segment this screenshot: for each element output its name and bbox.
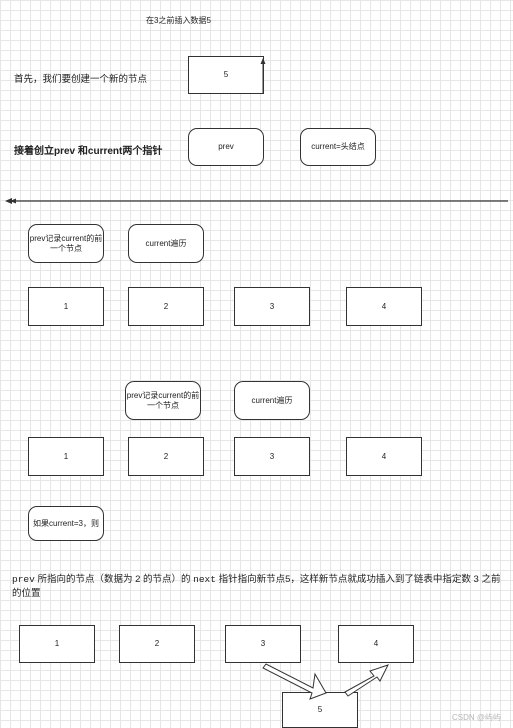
pass1-current-box: current遍历 bbox=[128, 224, 204, 263]
current-pointer-box: current=头结点 bbox=[300, 128, 376, 166]
prev-pointer-box: prev bbox=[188, 128, 264, 166]
pass1-node-2: 2 bbox=[128, 287, 204, 326]
pass1-node-1: 1 bbox=[28, 287, 104, 326]
new-node-arrow bbox=[260, 58, 266, 94]
final-node-3: 3 bbox=[225, 625, 301, 663]
explanation-part1: 所指向的节点（数据为 2 的节点）的 bbox=[34, 574, 194, 585]
pass2-node-2: 2 bbox=[128, 437, 204, 476]
pass1-node-4: 4 bbox=[346, 287, 422, 326]
pass1-node-3: 3 bbox=[234, 287, 310, 326]
pass1-prev-box: prev记录current的前一个节点 bbox=[28, 224, 104, 263]
step2-label: 接着创立prev 和current两个指针 bbox=[14, 146, 163, 157]
pass2-node-4: 4 bbox=[346, 437, 422, 476]
final-node-1: 1 bbox=[19, 625, 95, 663]
arrow-3-to-5 bbox=[262, 663, 327, 700]
pass2-prev-box: prev记录current的前一个节点 bbox=[125, 381, 201, 420]
condition-box: 如果current=3，则 bbox=[28, 506, 104, 541]
explanation-text: prev 所指向的节点（数据为 2 的节点）的 next 指针指向新节点5，这样… bbox=[12, 573, 502, 601]
step1-label: 首先，我们要创建一个新的节点 bbox=[14, 74, 148, 85]
explanation-part2: 指针指向新节点5，这样新节点就成功插入到了链表中指定数 3 之前的位置 bbox=[12, 574, 501, 599]
pass2-node-1: 1 bbox=[28, 437, 104, 476]
watermark: CSDN @屿屿 bbox=[452, 713, 502, 722]
new-node-box: 5 bbox=[188, 56, 264, 94]
explanation-code-prev: prev bbox=[12, 574, 35, 585]
arrow-5-to-4 bbox=[344, 664, 389, 697]
final-node-2: 2 bbox=[119, 625, 195, 663]
horizontal-arrow bbox=[5, 198, 508, 204]
final-node-4: 4 bbox=[338, 625, 414, 663]
diagram-title: 在3之前插入数据5 bbox=[146, 16, 211, 25]
pass2-current-box: current遍历 bbox=[234, 381, 310, 420]
explanation-code-next: next bbox=[193, 574, 216, 585]
pass2-node-3: 3 bbox=[234, 437, 310, 476]
